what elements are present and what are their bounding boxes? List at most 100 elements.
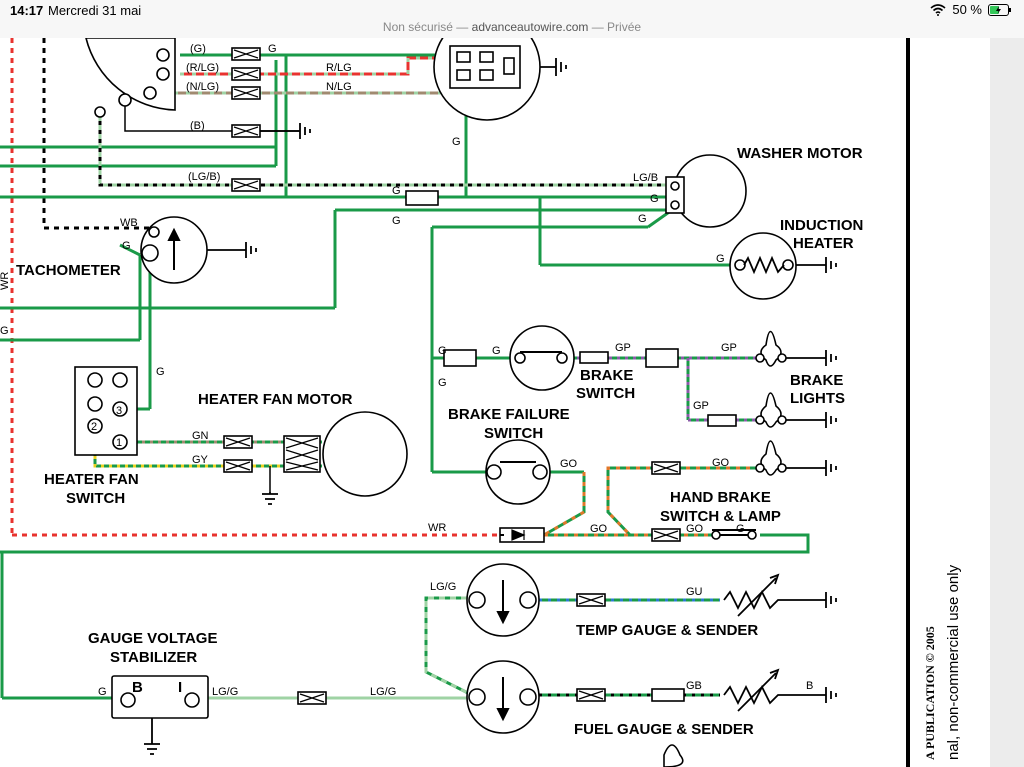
heater-fan-switch-label-1: HEATER FAN: [44, 471, 139, 488]
diagram-path: [769, 573, 780, 585]
status-time: 14:17: [10, 3, 44, 18]
diagram-polyline: [723, 684, 796, 706]
diagram-circle: [112, 372, 128, 388]
diagram-circle: [94, 106, 106, 118]
tachometer-label: TACHOMETER: [16, 262, 121, 279]
url-bar[interactable]: Non sécurisé — advanceautowire.com — Pri…: [0, 20, 1024, 34]
diagram-path: [496, 708, 510, 722]
diagram-rect: [283, 435, 321, 473]
brake-switch-label-1: BRAKE: [580, 367, 633, 384]
diagram-circle: [87, 418, 103, 434]
wire-label: G: [268, 43, 277, 55]
gauge-stabilizer-label-2: STABILIZER: [110, 649, 197, 666]
wire-label: G: [452, 136, 461, 148]
diagram-path: [653, 463, 679, 473]
brake-lights-label-1: BRAKE: [790, 372, 843, 389]
private-label: — Privée: [591, 20, 642, 34]
diagram-path: [496, 611, 510, 625]
diagram-g: WASHER MOTOR INDUCTION HEATER TACHOMETER…: [16, 145, 863, 738]
wire-label: G: [98, 686, 107, 698]
diagram-rect: [456, 69, 471, 81]
diagram-circle: [755, 463, 765, 473]
wire-label: GU: [686, 586, 703, 598]
diagram-rect: [479, 51, 494, 63]
wire-label: G: [492, 345, 501, 357]
diagram-g: [225, 49, 679, 703]
diagram-polyline: [543, 472, 586, 537]
gauge-stabilizer-label-1: GAUGE VOLTAGE: [88, 630, 217, 647]
diagram-path: [796, 592, 837, 608]
security-label: Non sécurisé —: [382, 20, 469, 34]
wire-label: G: [156, 366, 165, 378]
wiring-diagram: WASHER MOTOR INDUCTION HEATER TACHOMETER…: [0, 38, 1024, 767]
wire-label: LG/G: [370, 686, 396, 698]
diagram-path: [786, 350, 837, 366]
wire-label: GP: [615, 342, 631, 354]
diagram-rect: [503, 57, 515, 75]
diagram-circle: [118, 93, 132, 107]
diagram-circle: [120, 692, 136, 708]
status-right: 50 %: [930, 2, 1012, 17]
wire-label: (N/LG): [186, 81, 219, 93]
wire-label: G: [736, 523, 745, 535]
diagram-path: [233, 49, 259, 59]
wire-label: G: [0, 325, 9, 337]
brake-lights-label-2: LIGHTS: [790, 390, 845, 407]
url-host: advanceautowire.com: [471, 20, 589, 34]
diagram-g: [144, 58, 837, 755]
inline-fuse: [405, 190, 439, 206]
diagram-circle: [87, 372, 103, 388]
diagram-rect: [645, 348, 679, 368]
wire-label: (LG/B): [188, 171, 220, 183]
diagram-g: [120, 259, 794, 708]
washer-motor-label: WASHER MOTOR: [737, 145, 863, 162]
diagram-line: [737, 672, 777, 712]
wire-label: LG/G: [212, 686, 238, 698]
diagram-circle: [468, 591, 486, 609]
diagram-circle: [777, 415, 787, 425]
wire-label: GO: [712, 457, 730, 469]
diagram-path: [262, 492, 278, 505]
wire-label: GN: [192, 430, 209, 442]
diagram-circle: [556, 352, 568, 364]
diagram-circle: [514, 352, 526, 364]
pin-label: 1: [116, 437, 122, 449]
battery-percent: 50 %: [952, 2, 982, 17]
wire-label: R/LG: [326, 62, 352, 74]
wire-label: WB: [120, 217, 138, 229]
battery-charging-icon: [988, 3, 1011, 16]
page-margin: [990, 38, 1024, 767]
publication-text: A PUBLICATION © 2005: [923, 626, 937, 760]
diagram-circle: [112, 401, 128, 417]
diagram-circle: [755, 415, 765, 425]
diagram-polyline: [98, 112, 668, 187]
wire-label: (G): [190, 43, 206, 55]
diagram-polyline: [723, 589, 796, 611]
diagram-circle: [143, 86, 157, 100]
diagram-path: [299, 693, 325, 703]
diagram-path: [233, 88, 259, 98]
diagram-g: 3 2 1 B I: [91, 405, 182, 696]
diagram-rect: [651, 688, 685, 702]
wire-rlg: [180, 56, 455, 76]
fuel-gauge-label: FUEL GAUGE & SENDER: [574, 721, 754, 738]
diagram-path: [578, 690, 604, 700]
diagram-path: [233, 69, 259, 79]
wire-label: GP: [693, 400, 709, 412]
heater-fan-motor-label: HEATER FAN MOTOR: [198, 391, 353, 408]
diagram-circle: [87, 396, 103, 412]
diagram-path: [578, 595, 604, 605]
panel-border: [906, 38, 910, 767]
diagram-circle: [782, 259, 794, 271]
diagram-path: [540, 58, 567, 76]
wire-label: GO: [560, 458, 578, 470]
diagram-path: [225, 461, 251, 471]
wire-label: (R/LG): [186, 62, 219, 74]
wire-label: GP: [721, 342, 737, 354]
diagram-circle: [532, 464, 548, 480]
wire-label: GO: [590, 523, 608, 535]
diagram-rect: [443, 349, 477, 367]
diagram-path: [260, 123, 311, 139]
diagram-polyline: [743, 255, 785, 275]
diagram-circle: [148, 226, 160, 238]
